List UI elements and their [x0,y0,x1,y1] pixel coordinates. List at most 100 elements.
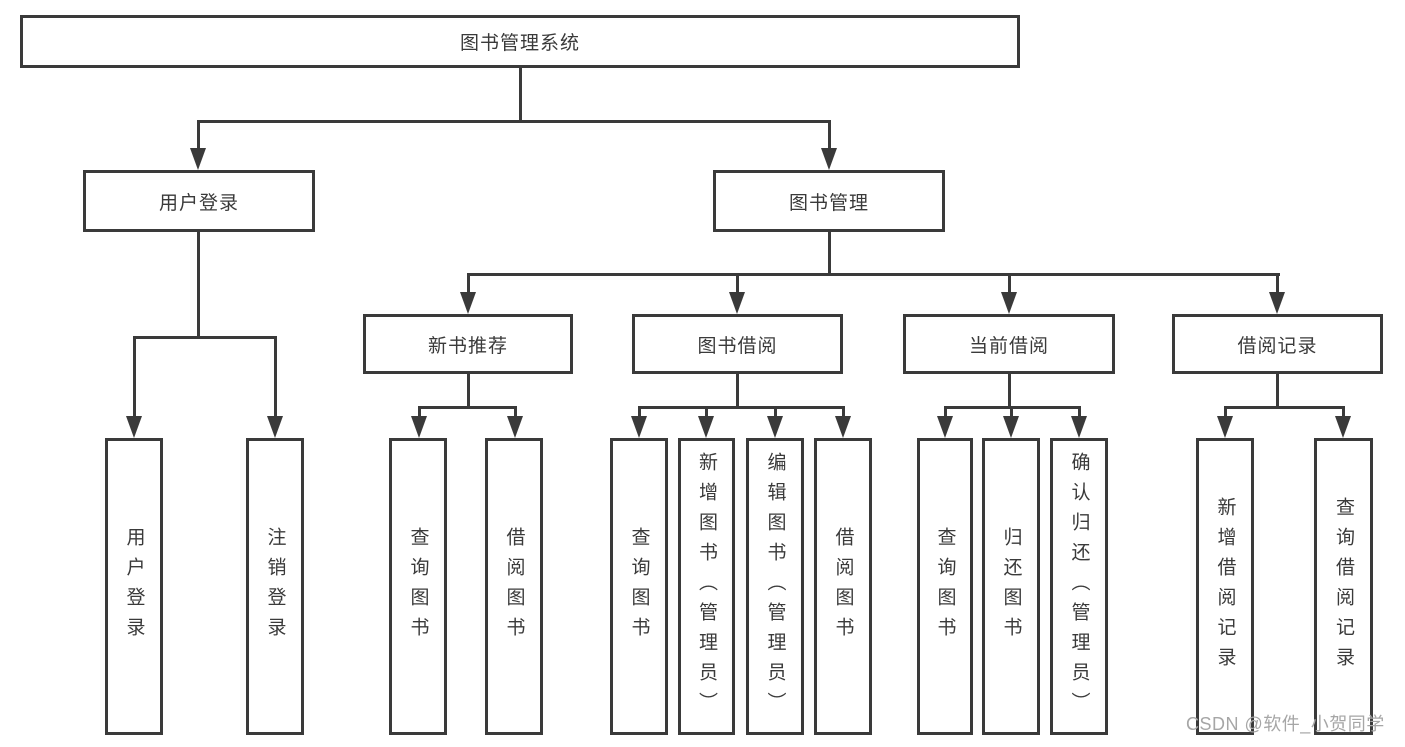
arrow-to-leaf-add-books [698,406,714,438]
leaf-edit-books-admin-label: 编辑图书（管理员） [764,451,786,722]
node-new-book-recommendation: 新书推荐 [363,314,573,374]
connector-root-stem [519,68,522,122]
leaf-query-books-borrowing: 查询图书 [610,438,668,735]
arrow-stem [273,336,277,420]
node-new-book-recommendation-label: 新书推荐 [427,335,508,357]
arrow-to-leaf-edit-books [767,406,783,438]
connector-book-mgmt-branch [467,273,1280,276]
arrow-to-leaf-query-books-current [937,406,953,438]
connector-borrow-records-stem [1276,374,1279,408]
leaf-query-borrow-record: 查询借阅记录 [1314,438,1373,735]
leaf-logout-label: 注销登录 [264,526,286,647]
arrow-stem [773,406,777,420]
leaf-return-books-label: 归还图书 [1000,526,1022,647]
leaf-add-books-admin-label: 新增图书（管理员） [696,451,717,722]
leaf-query-books-recommend-label: 查询图书 [407,526,429,647]
connector-new-book-rec-stem [467,374,470,408]
leaf-borrow-books-recommend: 借阅图书 [485,438,543,735]
arrow-stem [841,406,845,420]
arrow-stem [943,406,947,420]
arrow-down-icon [1335,416,1351,438]
arrow-stem [735,273,739,296]
node-user-login: 用户登录 [83,170,315,232]
node-book-borrowing: 图书借阅 [632,314,843,374]
leaf-add-borrow-record-label: 新增借阅记录 [1214,496,1236,677]
arrow-to-leaf-logout [267,336,283,438]
arrow-to-user-login [190,120,206,170]
arrow-stem [466,273,470,296]
leaf-return-books: 归还图书 [982,438,1040,735]
leaf-query-books-borrowing-label: 查询图书 [628,526,650,647]
node-borrowing-records: 借阅记录 [1172,314,1383,374]
connector-book-borrow-stem [736,374,739,408]
arrow-down-icon [937,416,953,438]
node-borrowing-records-label: 借阅记录 [1237,335,1318,357]
arrow-down-icon [126,416,142,438]
node-book-management: 图书管理 [713,170,945,232]
leaf-borrow-books-label: 借阅图书 [832,526,854,647]
node-current-borrowing: 当前借阅 [903,314,1115,374]
arrow-to-book-borrow [729,273,745,314]
leaf-borrow-books: 借阅图书 [814,438,872,735]
arrow-to-leaf-user-login [126,336,142,438]
node-root-system: 图书管理系统 [20,15,1020,68]
arrow-down-icon [1003,416,1019,438]
arrow-stem [1275,273,1279,296]
leaf-borrow-books-recommend-label: 借阅图书 [503,526,525,647]
arrow-to-borrow-records [1269,273,1285,314]
arrow-down-icon [1071,416,1087,438]
leaf-edit-books-admin: 编辑图书（管理员） [746,438,804,735]
leaf-query-borrow-record-label: 查询借阅记录 [1333,496,1354,677]
arrow-stem [1009,406,1013,420]
connector-root-branch [197,120,831,123]
arrow-stem [196,120,200,152]
arrow-stem [704,406,708,420]
arrow-stem [1077,406,1081,420]
arrow-down-icon [821,148,837,170]
arrow-to-leaf-borrow-books [835,406,851,438]
arrow-to-leaf-return-books [1003,406,1019,438]
arrow-down-icon [1269,292,1285,314]
arrow-to-leaf-borrow-books-recommend [507,406,523,438]
arrow-down-icon [411,416,427,438]
csdn-watermark: CSDN @软件_小贺同学 [1186,714,1385,734]
arrow-to-book-mgmt [821,120,837,170]
connector-current-borrow-stem [1008,374,1011,408]
arrow-stem [1007,273,1011,296]
arrow-to-current-borrow [1001,273,1017,314]
connector-new-book-rec-branch [418,406,517,409]
arrow-stem [637,406,641,420]
node-book-borrowing-label: 图书借阅 [697,335,778,357]
leaf-query-books-current: 查询图书 [917,438,973,735]
arrow-stem [1223,406,1227,420]
arrow-stem [1341,406,1345,420]
leaf-confirm-return-admin: 确认归还（管理员） [1050,438,1108,735]
leaf-query-books-current-label: 查询图书 [934,526,956,647]
connector-user-login-branch [133,336,277,339]
node-book-management-label: 图书管理 [788,192,869,214]
arrow-to-new-book-rec [460,273,476,314]
connector-book-mgmt-stem [828,232,831,275]
arrow-to-leaf-query-books-borrowing [631,406,647,438]
leaf-query-books-recommend: 查询图书 [389,438,447,735]
arrow-down-icon [267,416,283,438]
leaf-logout: 注销登录 [246,438,304,735]
arrow-down-icon [507,416,523,438]
connector-book-borrow-branch [638,406,844,409]
arrow-down-icon [190,148,206,170]
node-user-login-label: 用户登录 [158,192,239,214]
arrow-down-icon [835,416,851,438]
leaf-confirm-return-admin-label: 确认归还（管理员） [1068,451,1090,722]
arrow-stem [417,406,421,420]
arrow-to-leaf-query-borrow-record [1335,406,1351,438]
leaf-user-login: 用户登录 [105,438,163,735]
arrow-to-leaf-confirm-return [1071,406,1087,438]
arrow-stem [827,120,831,152]
arrow-to-leaf-query-books-recommend [411,406,427,438]
arrow-down-icon [1001,292,1017,314]
leaf-user-login-label: 用户登录 [123,526,145,647]
arrow-down-icon [729,292,745,314]
arrow-down-icon [631,416,647,438]
arrow-stem [513,406,517,420]
